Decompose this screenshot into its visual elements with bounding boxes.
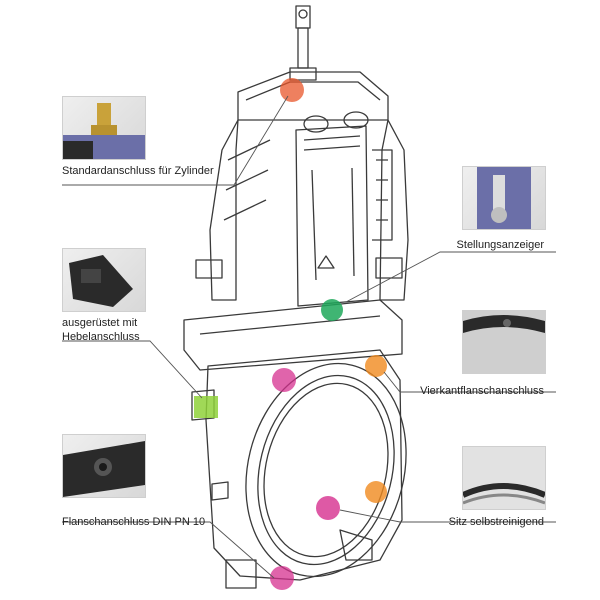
- thumb-position-indicator: [462, 166, 546, 230]
- lever-connection-photo-icon: [69, 255, 133, 307]
- seat-photo-icon: [463, 447, 545, 509]
- thumb-lever-connection: [62, 248, 146, 312]
- cylinder-connection-photo-icon: [63, 103, 145, 159]
- marker-flange-top: [272, 368, 296, 392]
- marker-position-indicator: [321, 299, 343, 321]
- thumb-square-flange: [462, 310, 546, 374]
- thumb-seat: [462, 446, 546, 510]
- marker-square-flange-bottom: [365, 481, 387, 503]
- label-cylinder-connection: Standardanschluss für Zylinder: [62, 165, 214, 177]
- leader-lines: [62, 95, 556, 579]
- label-square-flange-connection: Vierkantflanschanschluss: [420, 385, 544, 397]
- marker-flange-bottom: [270, 566, 294, 590]
- label-lever-connection-line2: Hebelanschluss: [62, 331, 140, 343]
- marker-lever-connection: [194, 396, 218, 418]
- label-position-indicator: Stellungsanzeiger: [456, 239, 544, 251]
- marker-square-flange-top: [365, 355, 387, 377]
- label-lever-connection-line1: ausgerüstet mit: [62, 317, 138, 329]
- marker-group: [194, 78, 387, 590]
- square-flange-photo-icon: [463, 311, 545, 373]
- thumb-cylinder-connection: [62, 96, 146, 160]
- flange-connection-photo-icon: [63, 441, 145, 497]
- position-indicator-photo-icon: [477, 167, 531, 229]
- label-seat: Sitz selbstreinigend: [448, 516, 544, 528]
- label-flange-connection: Flanschanschluss DIN PN 10: [62, 516, 206, 528]
- label-lever-connection: ausgerüstet mit Hebelanschluss: [62, 316, 202, 344]
- thumb-flange-connection: [62, 434, 146, 498]
- marker-cylinder-connection: [280, 78, 304, 102]
- marker-seat: [316, 496, 340, 520]
